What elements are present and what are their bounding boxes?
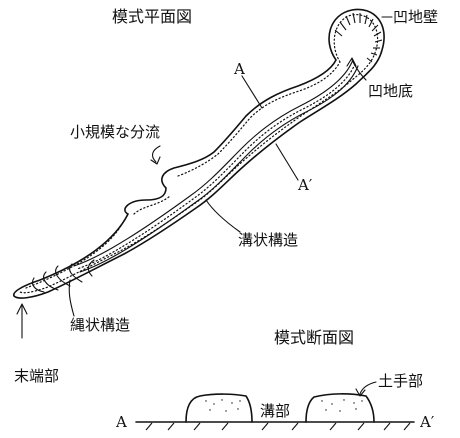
terminal-part-label: 末端部	[14, 367, 59, 385]
section-label-a-prime: A′	[419, 413, 435, 431]
plan-label-a-prime: A′	[297, 176, 313, 194]
section-view-title: 模式断面図	[274, 328, 354, 347]
section-embankment-label: 土手部	[378, 372, 423, 390]
section-ground-hatching	[146, 423, 410, 430]
plan-label-a: A	[233, 60, 245, 78]
section-right-embankment	[306, 394, 374, 422]
flow-outline-dotted-margin	[20, 15, 378, 293]
rope-structure-label: 縄状構造	[70, 316, 130, 334]
depression-wall-hatching	[335, 13, 382, 62]
section-left-embankment	[186, 394, 252, 422]
groove-channel-dots	[77, 64, 355, 269]
groove-channel-upper-line	[74, 62, 352, 266]
depression-floor-label: 凹地底	[368, 82, 413, 100]
plan-view-title: 模式平面図	[112, 7, 192, 26]
right-embankment-stipple	[321, 399, 362, 411]
plan-leader-a-prime	[276, 144, 298, 180]
flow-outline	[14, 9, 384, 298]
groove-structure-leader	[206, 200, 240, 232]
small-branch-flow-arrowhead	[151, 157, 160, 164]
groove-structure-label: 溝状構造	[238, 231, 298, 249]
section-label-a: A	[115, 413, 127, 431]
rope-structure-arcs	[32, 260, 94, 292]
left-embankment-stipple	[205, 399, 240, 411]
section-embankment-leader	[360, 382, 376, 394]
plan-leader-a	[242, 76, 262, 108]
section-groove-label: 溝部	[260, 402, 290, 420]
depression-wall-label: 凹地壁	[393, 8, 438, 26]
small-branch-flow-label: 小規模な分流	[70, 123, 160, 141]
